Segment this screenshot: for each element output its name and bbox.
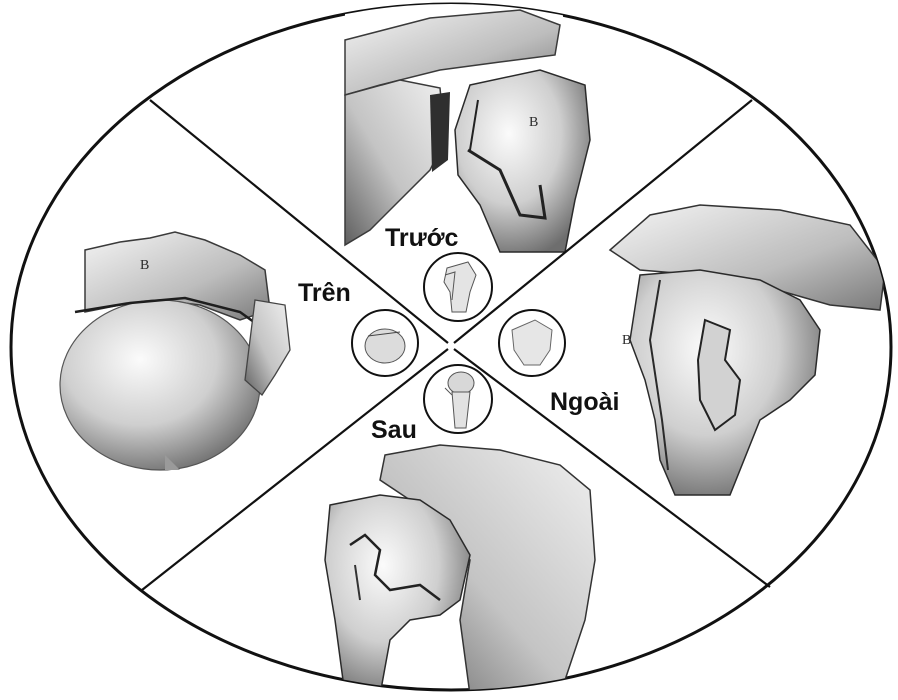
marker-b-anterior: B — [529, 116, 538, 130]
thumbnail-superior — [352, 310, 418, 376]
marker-b-superior: B — [140, 259, 149, 273]
anterior-view-bone — [345, 0, 590, 252]
label-posterior: Sau — [371, 418, 417, 443]
thumbnail-lateral — [499, 310, 565, 376]
label-superior: Trên — [298, 281, 351, 306]
thumbnail-posterior — [424, 365, 492, 433]
label-lateral: Ngoài — [550, 390, 619, 415]
thumbnail-anterior — [424, 253, 492, 321]
label-anterior: Trước — [385, 226, 458, 251]
marker-b-lateral: B — [622, 334, 631, 348]
